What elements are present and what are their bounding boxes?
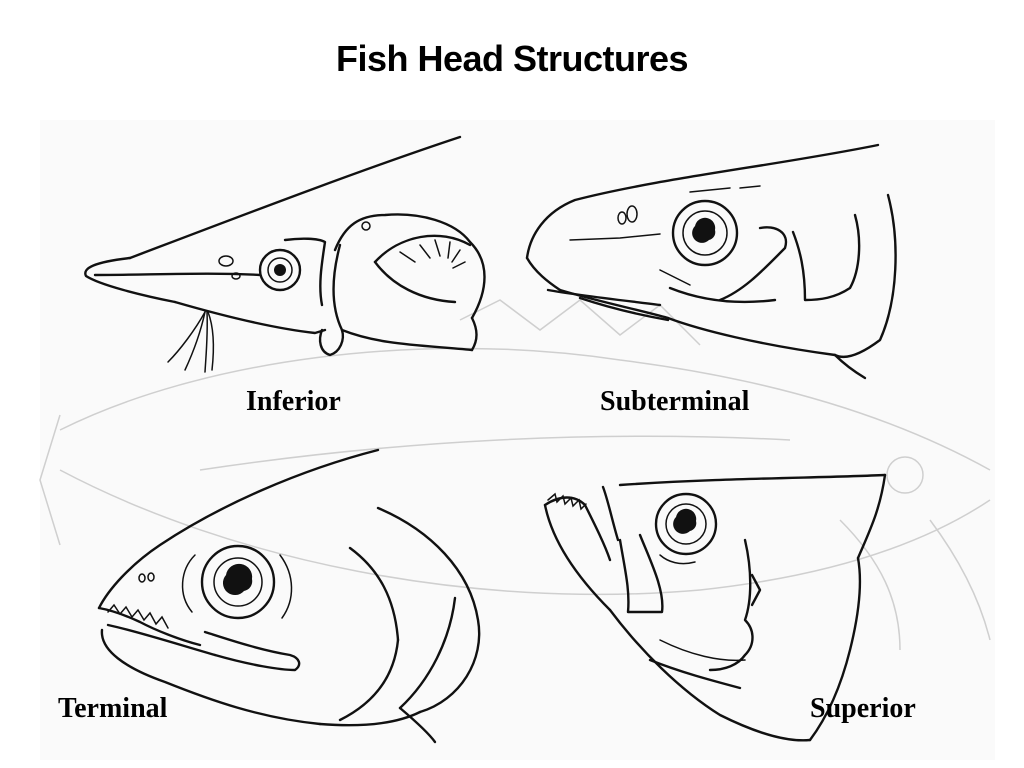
label-inferior: Inferior xyxy=(246,386,341,417)
subterminal-fish-head xyxy=(525,143,897,380)
label-superior: Superior xyxy=(810,693,916,724)
terminal-fish-head xyxy=(97,448,481,744)
label-subterminal: Subterminal xyxy=(600,386,750,417)
slide-title: Fish Head Structures xyxy=(335,38,689,79)
label-terminal: Terminal xyxy=(58,693,168,724)
superior-fish-head xyxy=(543,473,887,742)
background-fish-watermark xyxy=(39,120,995,760)
inferior-fish-head xyxy=(84,135,486,373)
